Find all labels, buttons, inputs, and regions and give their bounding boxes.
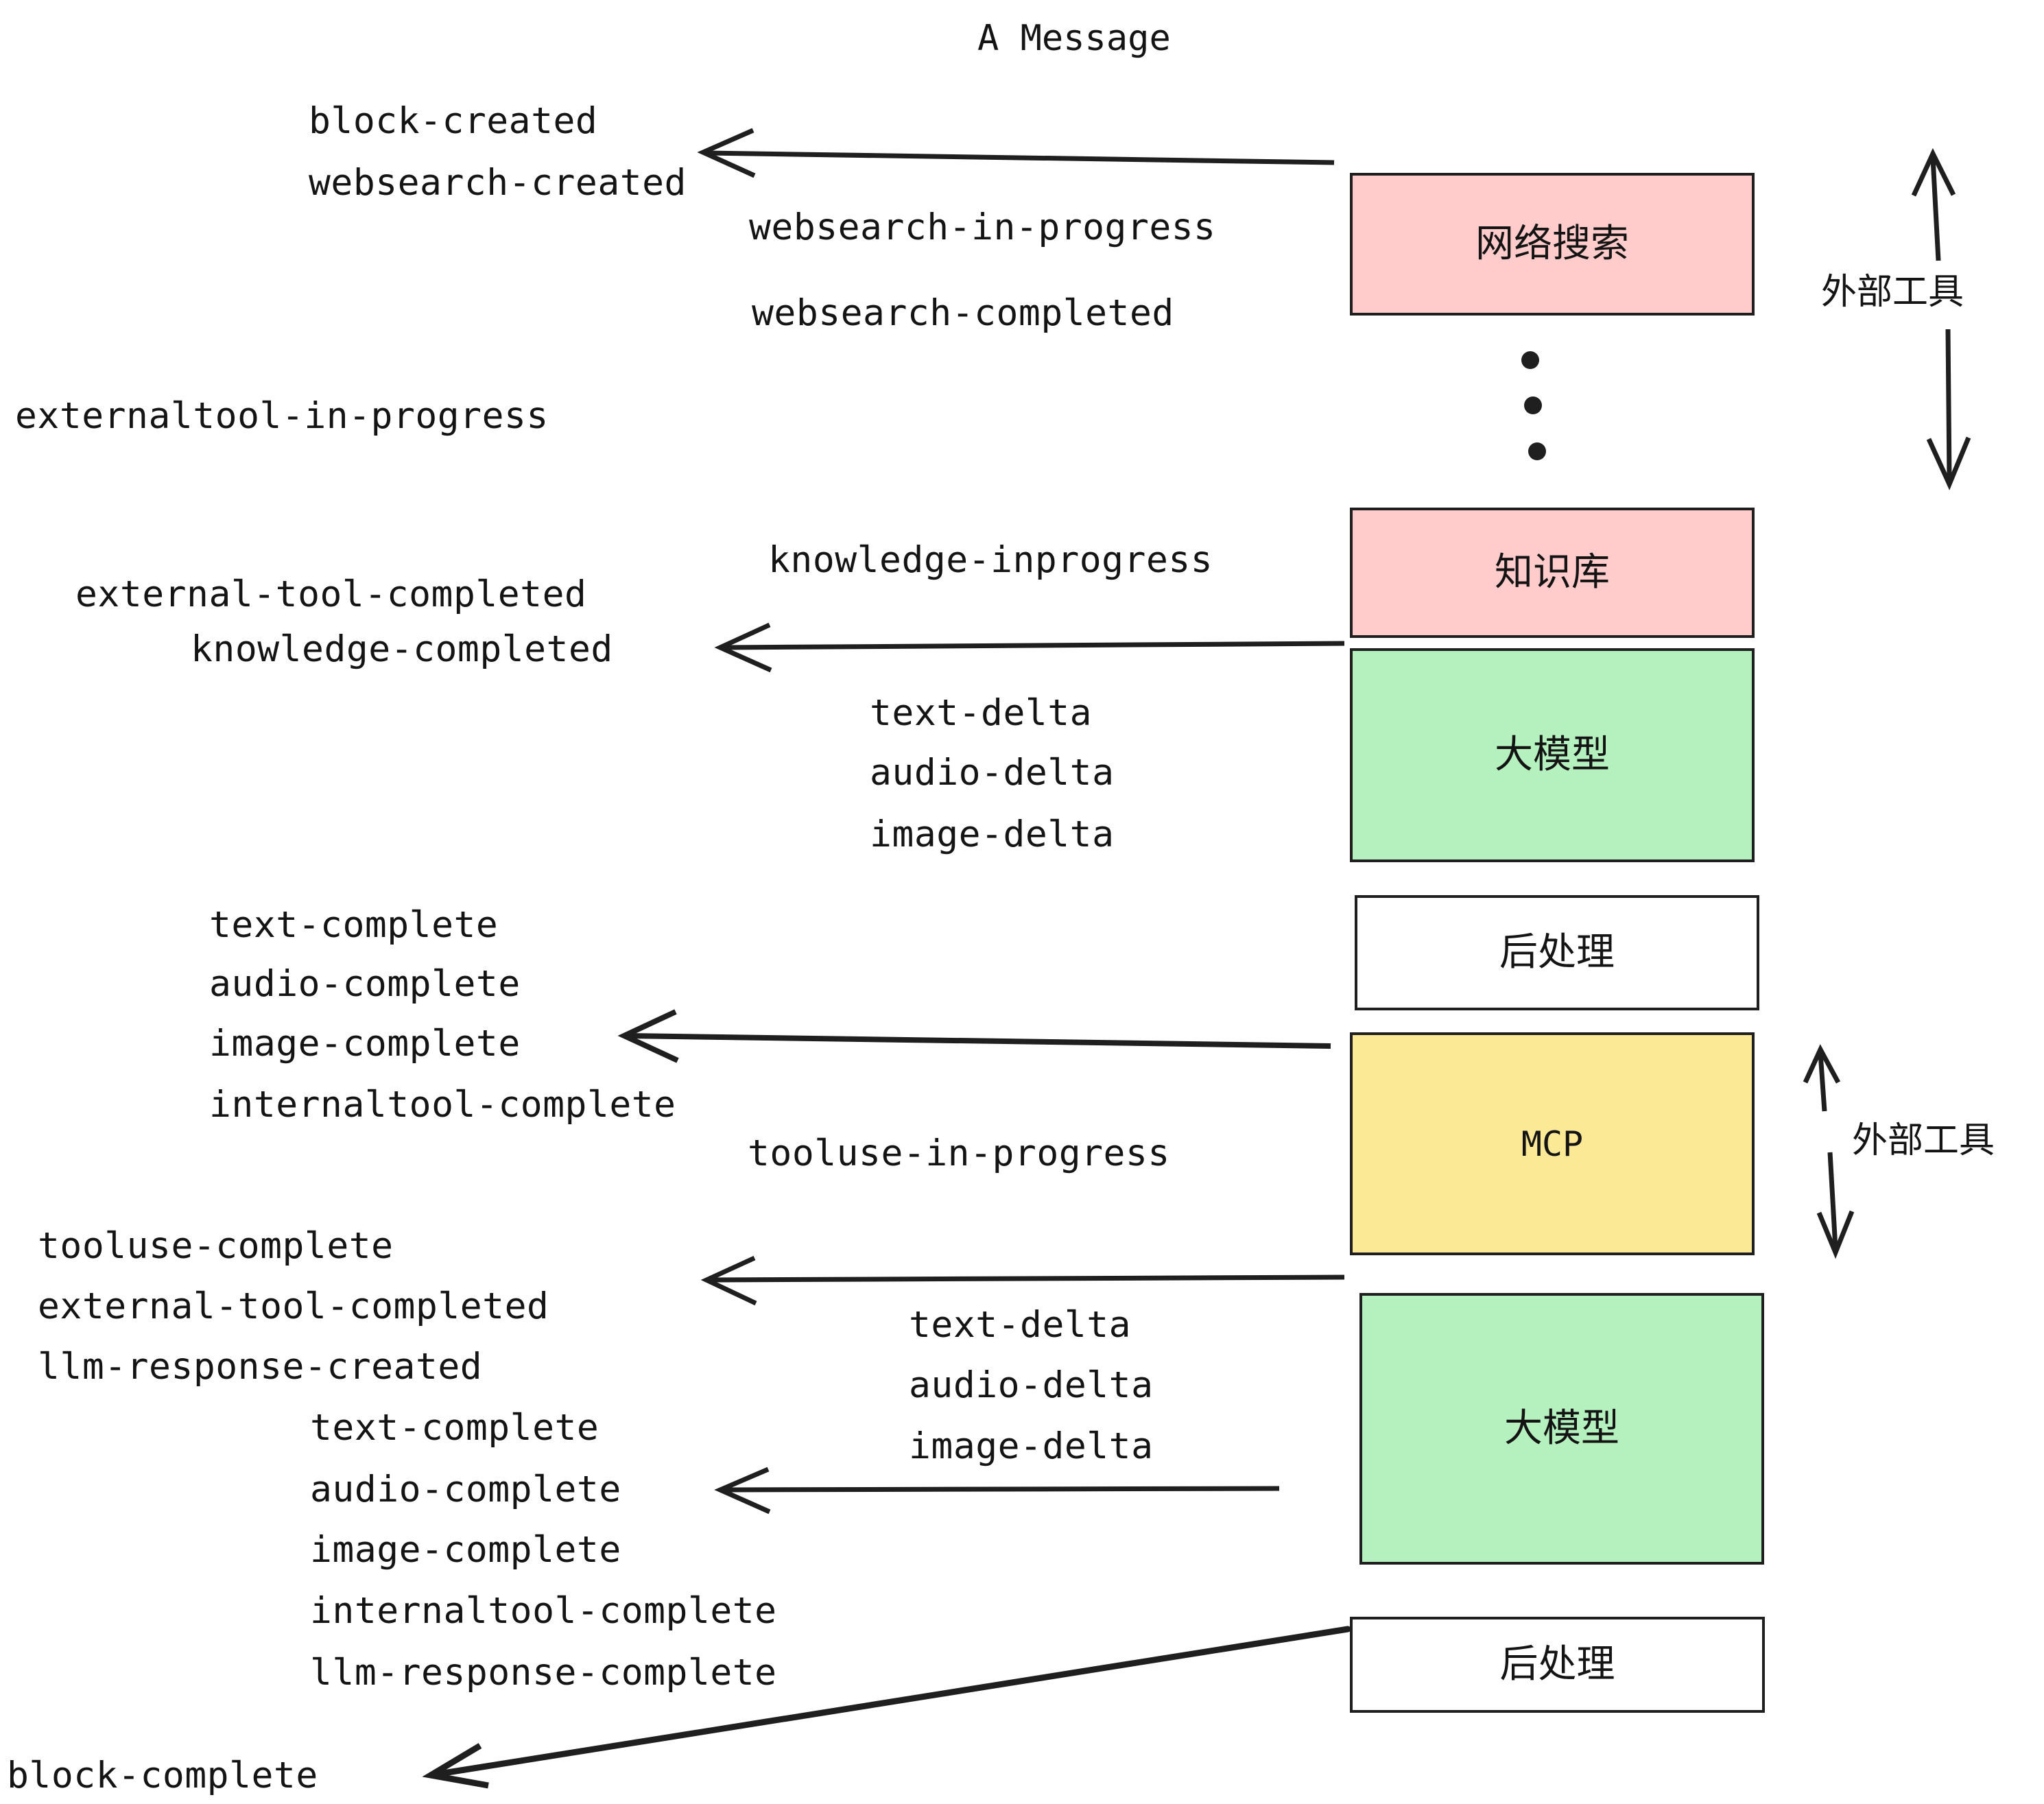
event-image-delta-1: image-delta [870,814,1115,855]
event-image-delta-2: image-delta [909,1425,1154,1467]
box-knowledge[interactable]: 知识库 [1350,508,1755,638]
event-websearch-created: websearch-created [309,162,687,204]
event-llm-response-created: llm-response-created [38,1346,483,1388]
box-knowledge-label: 知识库 [1495,550,1610,595]
event-external-tool-completed-2: external-tool-completed [38,1285,549,1327]
ellipsis-dot [1521,351,1539,369]
event-knowledge-inprogress: knowledge-inprogress [768,539,1213,581]
event-audio-complete-2: audio-complete [310,1469,621,1510]
box-postprocess-lower[interactable]: 后处理 [1350,1617,1765,1713]
box-mcp[interactable]: MCP [1350,1032,1755,1255]
event-tooluse-in-progress: tooluse-in-progress [748,1132,1170,1174]
event-externaltool-in-progress: externaltool-in-progress [15,395,549,437]
box-websearch-label: 网络搜索 [1475,222,1629,266]
event-llm-response-complete: llm-response-complete [310,1652,777,1694]
box-postprocess-upper[interactable]: 后处理 [1355,895,1759,1010]
box-postprocess-lower-label: 后处理 [1499,1642,1615,1687]
event-websearch-completed: websearch-completed [752,292,1174,334]
ellipsis-dot [1524,396,1542,414]
external-tools-top-arrows [1911,147,1971,490]
event-text-complete-1: text-complete [209,904,499,946]
arrow-mcp-to-left [700,1255,1345,1306]
event-internaltool-complete-1: internaltool-complete [209,1084,676,1126]
event-text-complete-2: text-complete [310,1407,599,1449]
event-tooluse-complete: tooluse-complete [38,1225,394,1267]
event-image-complete-1: image-complete [209,1023,521,1065]
arrow-knowledge-to-left [714,622,1345,673]
arrow-websearch-to-left [697,128,1335,178]
external-tools-bottom-arrows [1803,1044,1855,1259]
box-llm-lower-label: 大模型 [1504,1406,1619,1451]
event-knowledge-completed: knowledge-completed [191,628,613,670]
box-llm-upper[interactable]: 大模型 [1350,648,1755,862]
event-block-created: block-created [309,100,598,142]
box-postprocess-upper-label: 后处理 [1499,930,1615,975]
event-internaltool-complete-2: internaltool-complete [310,1590,777,1632]
event-websearch-in-progress: websearch-in-progress [749,206,1216,248]
arrow-postprocess-upper-to-left [617,1009,1331,1063]
event-block-complete: block-complete [7,1755,318,1796]
event-audio-delta-2: audio-delta [909,1364,1154,1406]
side-label-external-tools-bottom: 外部工具 [1852,1120,1995,1161]
box-websearch[interactable]: 网络搜索 [1350,173,1755,316]
event-text-delta-2: text-delta [909,1304,1132,1346]
ellipsis-dot [1528,442,1546,460]
side-label-external-tools-top: 外部工具 [1821,272,1964,313]
event-image-complete-2: image-complete [310,1529,621,1571]
event-audio-delta-1: audio-delta [870,752,1115,794]
box-llm-upper-label: 大模型 [1495,733,1610,777]
page-title: A Message [977,18,1171,59]
box-mcp-label: MCP [1521,1124,1584,1164]
event-text-delta-1: text-delta [870,692,1093,734]
event-audio-complete-1: audio-complete [209,963,521,1005]
box-llm-lower[interactable]: 大模型 [1359,1293,1764,1565]
arrow-llm-lower-to-left [714,1467,1280,1515]
event-external-tool-completed-1: external-tool-completed [75,573,587,615]
